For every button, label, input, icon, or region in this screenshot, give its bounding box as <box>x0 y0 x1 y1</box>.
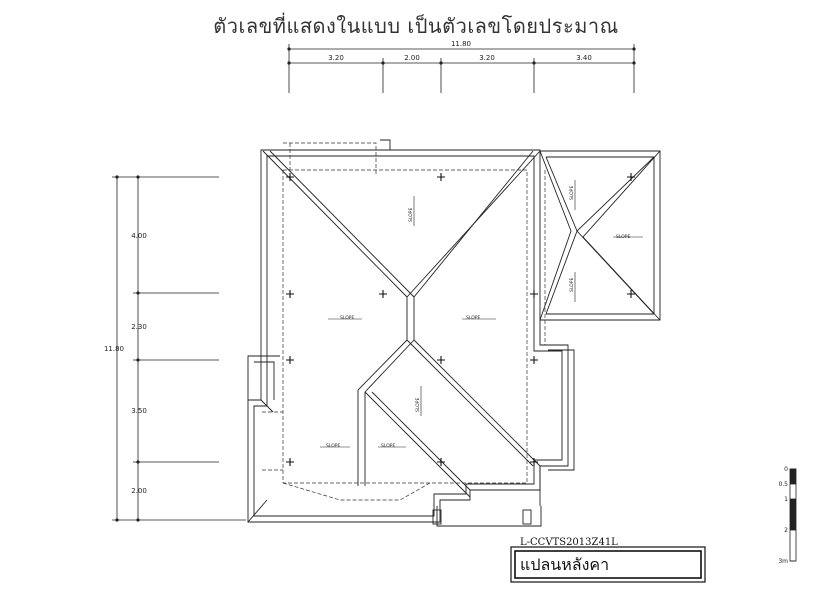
left-dimension-4: 2.00 <box>131 487 147 495</box>
scale-tick-label: 2 <box>784 527 788 534</box>
top-total-dimension: 11.80 <box>451 40 471 48</box>
left-dimension-3: 3.50 <box>131 407 147 415</box>
main-roof-outline <box>247 139 569 523</box>
scale-tick-label: 1 <box>784 496 788 503</box>
scale-tick-label: 3m <box>778 558 788 565</box>
drawing-note: ตัวเลขที่แสดงในแบบ เป็นตัวเลขโดยประมาณ <box>213 14 619 38</box>
top-dimension-2: 2.00 <box>404 54 420 62</box>
scale-tick-label: 0 <box>784 466 788 473</box>
slope-label: SLOPE <box>616 234 630 240</box>
slope-label: SLOPE <box>408 208 414 222</box>
scale-tick-label: 0.5 <box>778 481 788 488</box>
post-markers <box>286 173 635 466</box>
left-total-dimension: 11.80 <box>104 345 124 353</box>
left-dimension-2: 2.30 <box>131 323 147 331</box>
hip-ridge-lines <box>247 150 541 523</box>
slope-label: SLOPE <box>381 443 395 449</box>
slope-label: SLOPE <box>340 315 354 321</box>
right-wing-roof <box>539 150 661 321</box>
scale-bar-fill <box>790 469 796 484</box>
wall-lines-dashed <box>262 142 546 501</box>
title-block-title: แปลนหลังคา <box>520 555 609 574</box>
slope-label: SLOPE <box>466 315 480 321</box>
drawing-code: L-CCVTS2013Z41L <box>520 537 618 548</box>
left-dimension-ticks <box>115 175 140 522</box>
slope-label: SLOPE <box>569 186 575 200</box>
title-block <box>510 546 706 583</box>
top-dimension-4: 3.40 <box>576 54 592 62</box>
top-dimension-ticks <box>287 47 636 65</box>
top-dimension-3: 3.20 <box>479 54 495 62</box>
left-dimension-chain <box>112 176 246 521</box>
slope-arrows <box>320 180 643 448</box>
slope-label: SLOPE <box>326 443 340 449</box>
scale-bar-fill <box>790 499 796 530</box>
slope-label: SLOPE <box>569 278 575 292</box>
entrance-box <box>432 349 575 527</box>
top-dimension-chain <box>288 44 635 93</box>
top-dimension-1: 3.20 <box>328 54 344 62</box>
left-dimension-1: 4.00 <box>131 232 147 240</box>
slope-label: SLOPE <box>415 398 421 412</box>
